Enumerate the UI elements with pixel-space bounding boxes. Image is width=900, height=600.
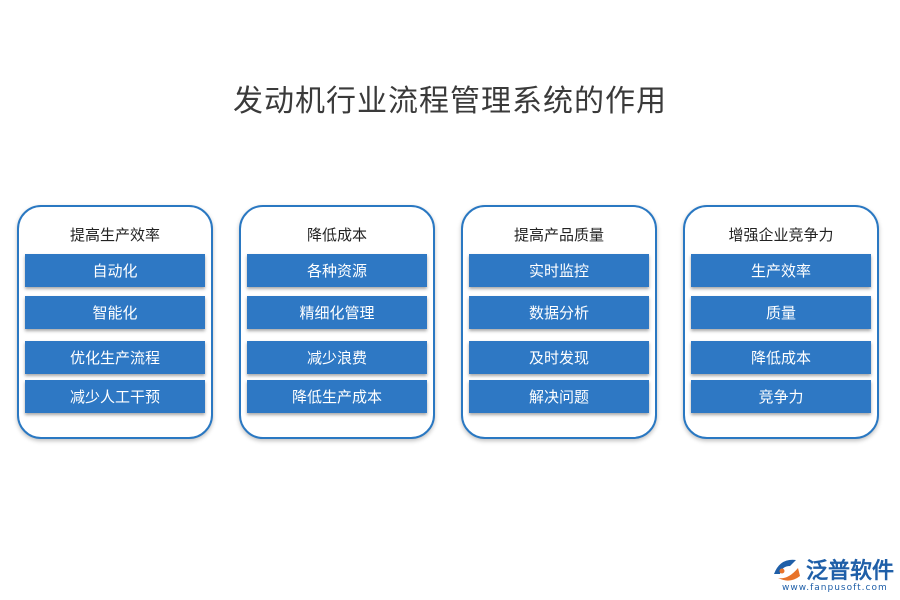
brand-logo: 泛普软件 xyxy=(770,553,894,585)
card-item: 精细化管理 xyxy=(247,296,427,329)
logo-name: 泛普软件 xyxy=(806,559,895,584)
card-quality: 提高产品质量 实时监控 数据分析 及时发现 解决问题 xyxy=(461,205,657,439)
card-item: 降低成本 xyxy=(691,341,871,374)
card-heading: 提高产品质量 xyxy=(513,226,604,244)
card-item: 解决问题 xyxy=(469,380,649,413)
card-item: 自动化 xyxy=(25,254,205,287)
card-item: 质量 xyxy=(691,296,871,329)
card-heading: 提高生产效率 xyxy=(69,226,160,244)
card-item: 数据分析 xyxy=(469,296,649,329)
card-item: 实时监控 xyxy=(469,254,649,287)
card-item: 减少人工干预 xyxy=(25,380,205,413)
page-title: 发动机行业流程管理系统的作用 xyxy=(233,84,667,119)
card-item: 优化生产流程 xyxy=(25,341,205,374)
card-item: 生产效率 xyxy=(691,254,871,287)
card-heading: 增强企业竞争力 xyxy=(728,226,834,244)
card-item: 智能化 xyxy=(25,296,205,329)
logo-icon xyxy=(774,559,800,581)
card-competitiveness: 增强企业竞争力 生产效率 质量 降低成本 竞争力 xyxy=(683,205,879,439)
card-efficiency: 提高生产效率 自动化 智能化 优化生产流程 减少人工干预 xyxy=(17,205,213,439)
card-heading: 降低成本 xyxy=(306,226,367,244)
card-item: 各种资源 xyxy=(247,254,427,287)
card-cost: 降低成本 各种资源 精细化管理 减少浪费 降低生产成本 xyxy=(239,205,435,439)
card-item: 减少浪费 xyxy=(247,341,427,374)
logo-url: www.fanpusoft.com xyxy=(782,583,888,593)
card-item: 竞争力 xyxy=(691,380,871,413)
card-item: 降低生产成本 xyxy=(247,380,427,413)
card-item: 及时发现 xyxy=(469,341,649,374)
